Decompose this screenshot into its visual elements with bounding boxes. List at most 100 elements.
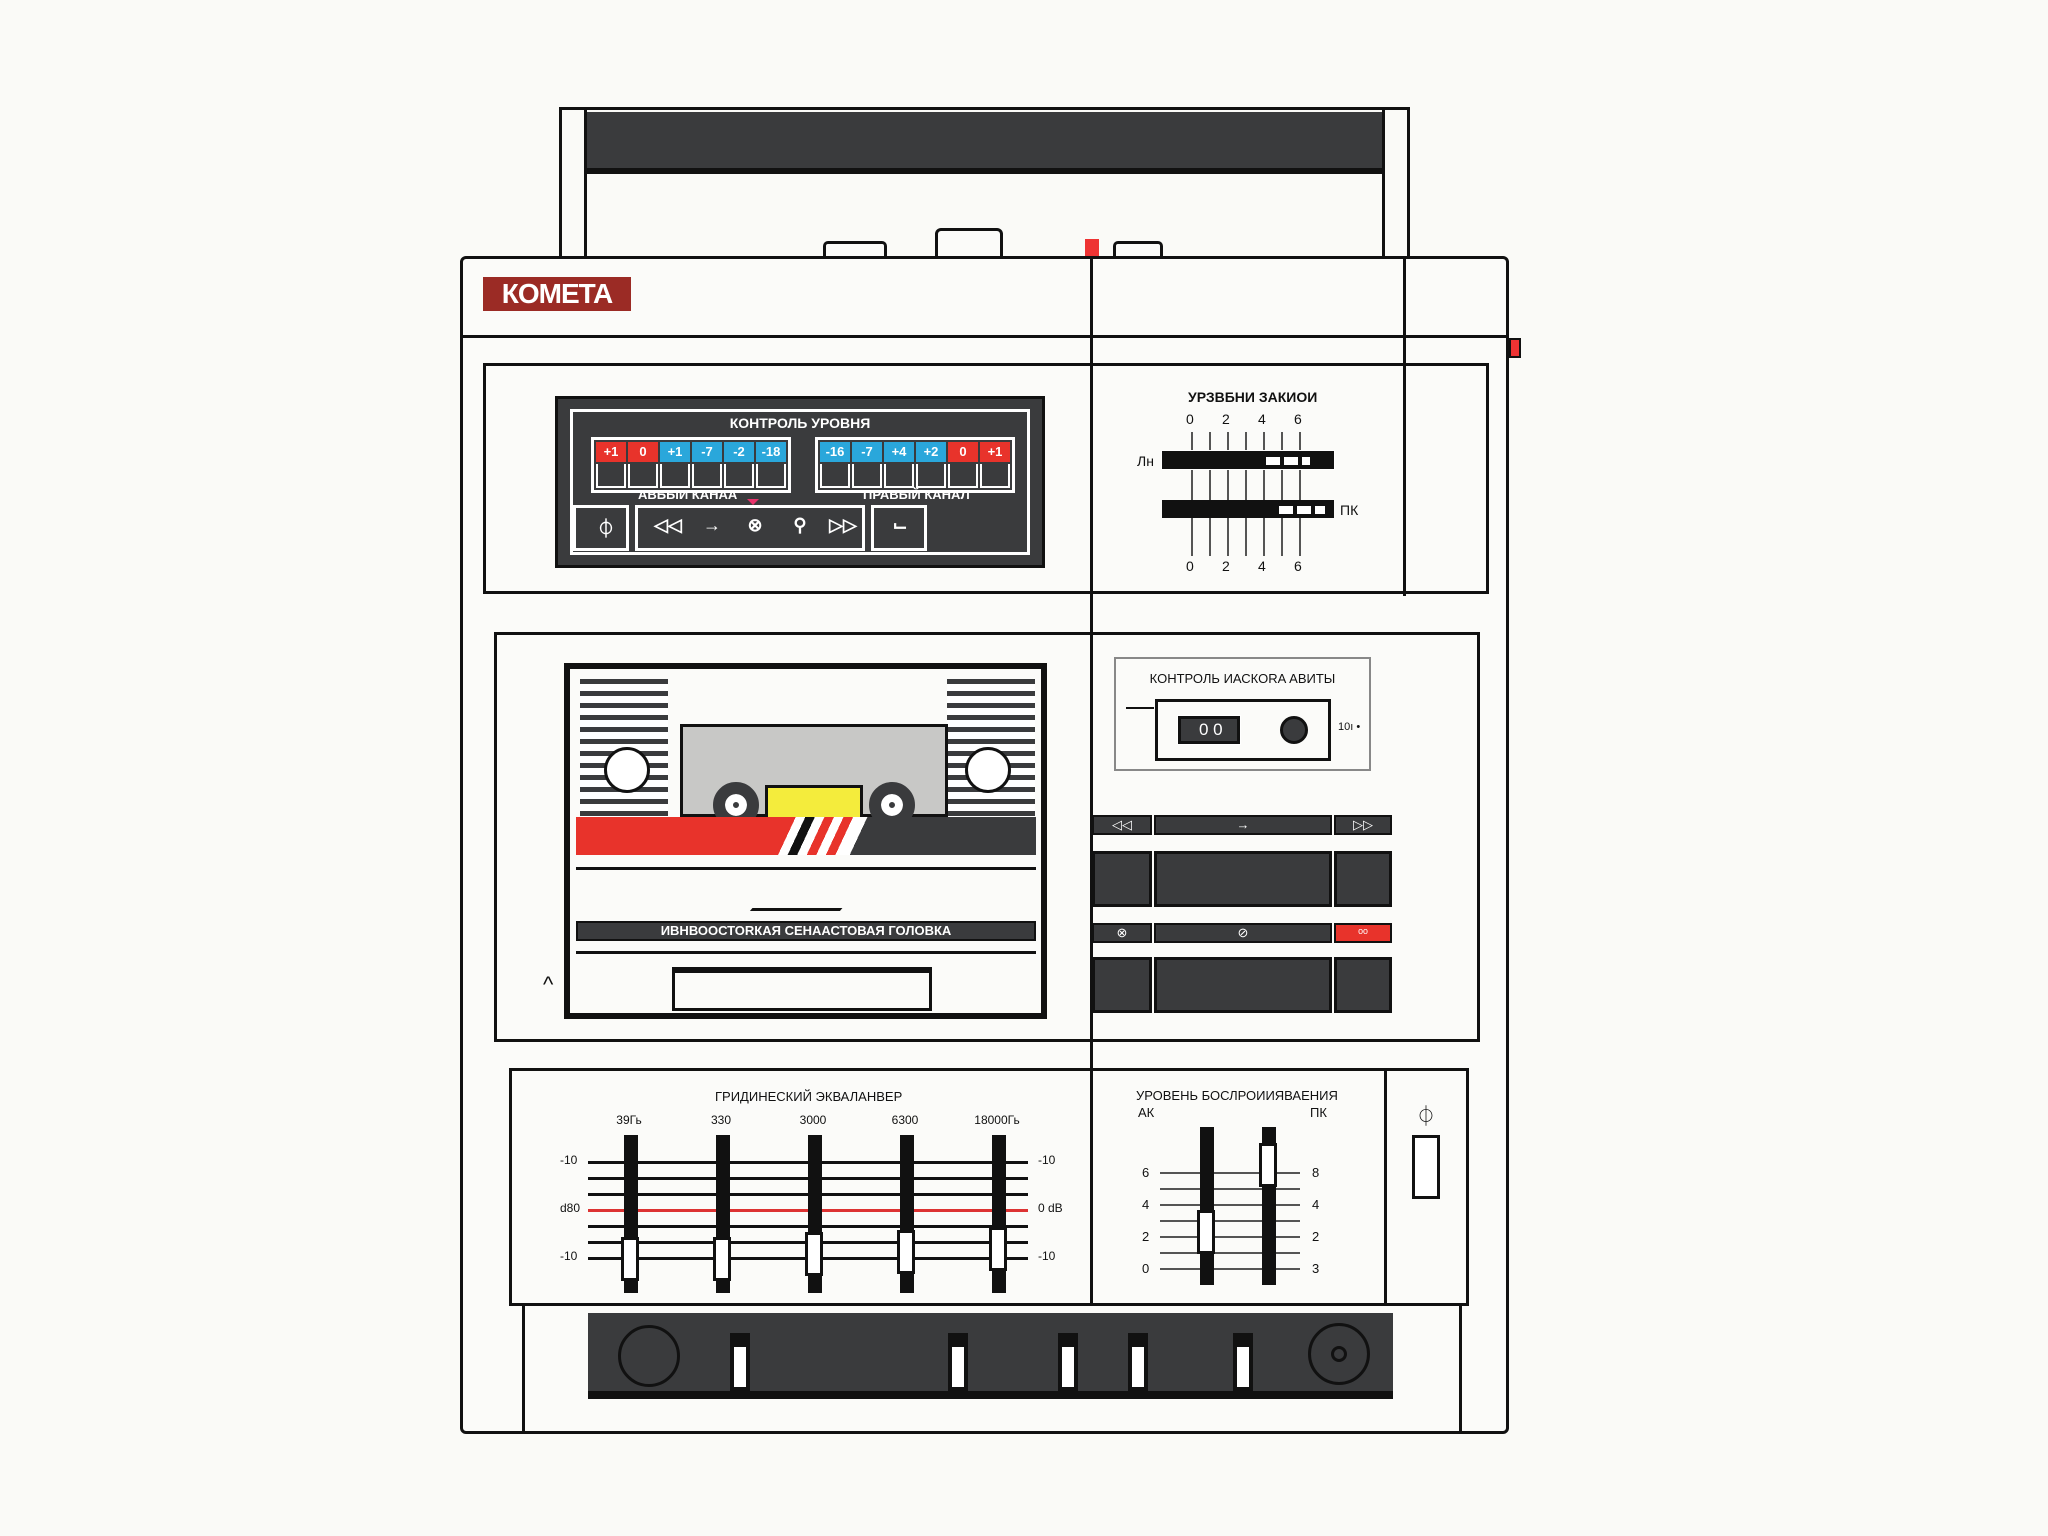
playback-level-title: УРОВЕНЬ БОСЛРОИИЯВАЕНИЯ (1136, 1088, 1338, 1103)
meter-segment: +1 (660, 442, 690, 462)
slot-3[interactable] (1058, 1333, 1078, 1391)
record-button[interactable]: ⚲ (793, 515, 807, 535)
lightning-mark-icon (749, 887, 861, 911)
slot-1[interactable] (730, 1333, 750, 1391)
transport-key-label[interactable]: ◁◁ (1092, 815, 1152, 835)
carry-handle[interactable] (559, 107, 1410, 258)
headphone-jack-icon[interactable] (1308, 1323, 1370, 1385)
counter-panel: КОНТРОЛЬ ИАСКОRA АВИТЫ 0 0 10ı • (1114, 657, 1371, 771)
meter-cell (628, 464, 658, 488)
divider-vertical-2 (1403, 256, 1406, 596)
playback-gridline (1160, 1172, 1300, 1174)
playback-scale-label: 2 (1312, 1229, 1320, 1244)
playback-slider-knob[interactable] (1259, 1143, 1277, 1187)
power-switch-icon: ⏀ (1416, 1106, 1436, 1128)
eq-slider-knob[interactable] (621, 1237, 639, 1281)
transport-key[interactable] (1154, 851, 1332, 907)
fast-forward-button[interactable]: ▷▷ (829, 515, 857, 535)
meter-segment: -7 (852, 442, 882, 462)
stop-eject-button[interactable]: ⊗ (747, 515, 763, 535)
record-level-title: УРЗВБНИ ЗАКИОИ (1188, 389, 1318, 405)
transport-key-label[interactable]: ▷▷ (1334, 815, 1392, 835)
meter-cell (820, 464, 850, 488)
top-knob-2[interactable] (935, 228, 1003, 259)
transport-key-label[interactable]: ᵒᵒ (1334, 923, 1392, 943)
meter-cell (660, 464, 690, 488)
eq-scale-label: -10 (1038, 1249, 1056, 1263)
meter-cell (724, 464, 754, 488)
eq-slider-knob[interactable] (805, 1232, 823, 1277)
counter-reset-label: 10ı • (1338, 721, 1361, 733)
scale-label: 0 (1186, 411, 1194, 427)
scale-tick (1209, 432, 1211, 556)
eq-band-label: 3000 (799, 1113, 827, 1127)
transport-key[interactable] (1334, 957, 1392, 1013)
counter-title: КОНТРОЛЬ ИАСКОRA АВИТЫ (1149, 671, 1336, 686)
playback-gridline (1160, 1188, 1300, 1190)
divider-vertical (1090, 256, 1093, 1306)
scale-label: 4 (1258, 411, 1266, 427)
record-right-peak (1278, 506, 1325, 514)
playback-left-label: АК (1138, 1105, 1155, 1120)
meter-segment: +2 (916, 442, 946, 462)
rewind-button[interactable]: ◁◁ (654, 515, 682, 535)
counter-housing: 0 0 (1155, 699, 1331, 761)
divider-vertical (1384, 1068, 1387, 1306)
side-button[interactable] (1509, 338, 1521, 358)
record-lock-button[interactable] (1085, 239, 1099, 259)
meter-segment: +1 (980, 442, 1010, 462)
transport-key[interactable] (1334, 851, 1392, 907)
play-button[interactable]: → (703, 515, 721, 535)
meter-segment: -7 (692, 442, 722, 462)
power-button[interactable]: ⏀ (597, 519, 615, 539)
equalizer-title: ГРИДИНЕСКИЙ ЭКВАЛАНВЕР (715, 1089, 903, 1104)
transport-keys: ◁◁→▷▷ ⊗⊘ᵒᵒ (1092, 815, 1392, 1020)
level-control-title: КОНТРОЛЬ УРОВНЯ (729, 415, 871, 431)
eq-slider-knob[interactable] (897, 1229, 915, 1274)
scale-label: 2 (1222, 558, 1230, 574)
pause-button[interactable]: ⌙ (892, 515, 908, 535)
tape-counter: 0 0 (1177, 715, 1241, 745)
playback-slider-track[interactable] (1200, 1127, 1214, 1285)
cassette-door-handle[interactable] (672, 967, 932, 1011)
record-left-meter (1161, 450, 1335, 470)
transport-key-label[interactable]: → (1154, 815, 1332, 835)
eq-band-label: 39Гь (616, 1113, 642, 1127)
transport-key[interactable] (1092, 851, 1152, 907)
playback-gridline (1160, 1220, 1300, 1222)
eq-slider-knob[interactable] (713, 1237, 731, 1281)
transport-key[interactable] (1092, 957, 1152, 1013)
scale-tick (1245, 432, 1247, 556)
playback-scale-label: 6 (1142, 1165, 1150, 1180)
record-right-label: ПК (1340, 502, 1359, 518)
handle-arm-right (1382, 110, 1385, 258)
eq-scale-label: 0 dB (1038, 1201, 1063, 1215)
divider (576, 951, 1036, 954)
transport-key[interactable] (1154, 957, 1332, 1013)
playback-gridline (1160, 1204, 1300, 1206)
record-right-meter (1162, 500, 1334, 518)
meter-segment: +4 (884, 442, 914, 462)
din-socket-icon[interactable] (618, 1325, 680, 1387)
slot-4[interactable] (1128, 1333, 1148, 1391)
slot-5[interactable] (1233, 1333, 1253, 1391)
slot-2[interactable] (948, 1333, 968, 1391)
power-switch[interactable] (1412, 1135, 1440, 1199)
transport-key-label[interactable]: ⊗ (1092, 923, 1152, 943)
playback-scale-label: 8 (1312, 1165, 1320, 1180)
tape-label (765, 785, 863, 820)
eject-mark: ^ (543, 972, 554, 997)
cassette-window[interactable]: ИВНВООСТОRКАЯ СЕНААСТОВАЯ ГОЛОВКА (564, 663, 1047, 1019)
meter-segment: 0 (628, 442, 658, 462)
eq-scale-label: d80 (560, 1201, 581, 1215)
record-left-label: Лн (1137, 453, 1154, 469)
control-group (573, 505, 629, 551)
divider (576, 867, 1036, 870)
transport-key-label[interactable]: ⊘ (1154, 923, 1332, 943)
counter-value: 0 0 (1199, 720, 1223, 739)
eq-slider-knob[interactable] (989, 1227, 1007, 1272)
playback-slider-knob[interactable] (1197, 1210, 1215, 1255)
counter-reset-button[interactable] (1280, 716, 1308, 744)
